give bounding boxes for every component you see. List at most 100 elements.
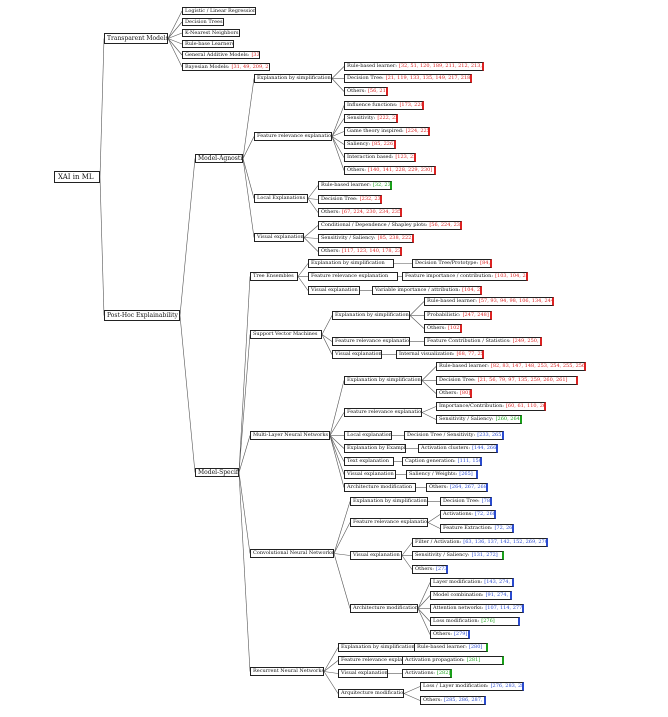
- node-bayesian-models-tm6: Bayesian Models:[31, 49, 209, 210]: [182, 63, 270, 71]
- node-feature-relevance-explanation-ma_fr: Feature relevance explanation: [254, 132, 332, 141]
- node-filter-activation-cnn3a: Filter / Activation:[63, 136, 137, 142, …: [412, 538, 548, 547]
- node-model-agnostic-ma: Model-Agnostic: [195, 154, 243, 163]
- node-visual-explanation-cnn3: Visual explanation: [350, 551, 402, 560]
- node-label: Feature relevance explanation: [335, 338, 410, 344]
- node-visual-explanation-te3: Visual explanation: [308, 286, 360, 295]
- citation-refs: [60, 61, 110, 262, 263]: [505, 403, 546, 409]
- citation-refs: [56, 219]: [367, 88, 386, 94]
- node-label: Visual explanation: [335, 351, 382, 357]
- node-label: Explanation by simplification: [353, 498, 427, 504]
- node-explanation-by-simplification-rnn1: Explanation by simplification: [338, 643, 416, 652]
- edge-mlp-mlp2: [329, 412, 345, 436]
- node-feature-contribution-statistics-svm2a: Feature Contribution / Statistics:[249, …: [424, 337, 542, 346]
- node-label: Probabilistic:: [427, 312, 461, 318]
- citation-refs: [102]: [447, 325, 462, 331]
- node-rule-based-learner-rnn1a: Rule-based learner:[280]: [414, 643, 488, 652]
- node-rule-based-learner-ma_es1: Rule-based learner:[32, 51, 120, 189, 21…: [344, 62, 484, 71]
- node-sensitivity-saliency-cnn3b: Sensitivity / Saliency:[131, 272]: [412, 551, 504, 560]
- node-variable-importance-attribution-te3a: Variable importance / attribution:[104, …: [372, 286, 482, 295]
- edge-ma-ma_le: [242, 158, 255, 199]
- edge-cnn2-cnn2b: [427, 522, 441, 529]
- citation-refs: [107, 114, 277, 278]: [485, 605, 524, 611]
- citation-refs: [273]: [435, 566, 448, 572]
- node-label: Saliency / Weights:: [409, 471, 458, 477]
- node-label: Explanation by simplification: [311, 260, 385, 266]
- citation-refs: [173, 220, 221]: [399, 102, 424, 108]
- edge-ma_fr-ma_fr5: [331, 136, 345, 158]
- edge-tm-tm5: [167, 38, 183, 56]
- node-label: General Additive Models:: [185, 51, 250, 58]
- edge-cnn3-cnn3a: [401, 542, 413, 556]
- node-label: Filter / Activation:: [415, 539, 462, 545]
- node-label: Visual explanation: [347, 471, 394, 477]
- edge-mlp-mlp7: [329, 435, 345, 488]
- citation-refs: [276]: [481, 618, 495, 624]
- node-label: Others:: [427, 325, 446, 331]
- edge-svm-svm1: [321, 315, 333, 335]
- edge-ma_es-ma_es1: [331, 66, 345, 79]
- edge-ma_le-ma_le3: [307, 198, 319, 213]
- node-label: Others:: [321, 209, 340, 215]
- citation-refs: [78]: [481, 498, 492, 504]
- node-post-hoc-explainability-ph: Post-Hoc Explainability: [104, 310, 180, 321]
- node-others-cnn4e: Others:[279]: [430, 630, 470, 639]
- edge-mlp-mlp4: [329, 435, 345, 449]
- node-label: Others:: [347, 167, 366, 173]
- node-label: Decision Trees: [185, 18, 223, 25]
- node-others-cnn3c: Others:[273]: [412, 565, 448, 574]
- node-label: Feature Contribution / Statistics:: [427, 338, 511, 344]
- node-label: Arquitecture modification: [341, 690, 404, 696]
- node-label: Tree Ensembles: [253, 273, 294, 279]
- edge-te-te1: [297, 263, 309, 277]
- node-label: Sensitivity / Saliency:: [415, 552, 470, 558]
- citation-refs: [32, 231]: [372, 182, 391, 188]
- citation-refs: [233, 265]: [477, 432, 504, 438]
- node-label: Explanation by simplification: [341, 644, 415, 650]
- citation-refs: [104, 239]: [462, 287, 481, 293]
- citation-refs: [281]: [466, 657, 481, 663]
- node-decision-trees-tm2: Decision Trees: [182, 18, 224, 26]
- node-label: Visual explanation: [257, 234, 304, 240]
- citation-refs: [265]: [459, 471, 473, 477]
- node-multi-layer-neural-networks-mlp: Multi-Layer Neural Networks: [250, 431, 330, 440]
- node-label: Visual explanation: [353, 552, 400, 558]
- node-xai-in-ml-root: XAI in ML: [54, 171, 100, 183]
- node-influence-functions-ma_fr1: Influence functions:[173, 220, 221]: [344, 101, 424, 110]
- citation-refs: [21, 56, 79, 97, 135, 259, 260, 261]: [477, 377, 568, 383]
- edge-cnn3-cnn3c: [401, 555, 413, 570]
- node-others-ma_fr6: Others:[140, 141, 228, 229, 230]: [344, 166, 436, 175]
- edge-te-te3: [297, 276, 309, 291]
- node-importance-contribution-mlp2a: Importance/Contribution:[60, 61, 110, 26…: [436, 402, 546, 411]
- node-model-specific-ms: Model-Specific: [195, 468, 239, 477]
- citation-refs: [224, 225]: [405, 128, 430, 134]
- node-label: Feature relevance explanation: [257, 133, 332, 139]
- node-label: Others:: [321, 248, 340, 254]
- node-label: Explanation by simplification: [335, 312, 409, 318]
- node-label: Local Explanations: [257, 195, 306, 201]
- node-architecture-modification-mlp7: Architecture modification: [344, 483, 416, 492]
- node-label: Decision Tree:: [321, 196, 358, 202]
- node-k-nearest-neighbors-tm3: K-Nearest Neighbors: [182, 29, 240, 37]
- node-feature-relevance-explanation-cnn2: Feature relevance explanation: [350, 518, 428, 527]
- node-label: Feature relevance explanation: [353, 519, 428, 525]
- node-decision-tree-prototype-te1a: Decision Tree/Prototype:[84, 118, 122]: [412, 259, 492, 268]
- edge-cnn-cnn3: [333, 553, 351, 556]
- edge-mlp2-mlp2b: [421, 412, 437, 420]
- node-label: Feature importance / contribution:: [405, 273, 494, 279]
- node-others-ma_le3: Others:[67, 224, 230, 234, 235]: [318, 208, 402, 217]
- node-label: Internal visualization:: [399, 351, 455, 357]
- citation-refs: [33]: [251, 51, 260, 58]
- edge-svm1-svm1a: [409, 301, 425, 316]
- node-support-vector-machines-svm: Support Vector Machines: [250, 330, 322, 339]
- citation-refs: [32, 51, 120, 189, 211, 212, 213, 214, 2…: [398, 63, 482, 69]
- node-local-explanations-ma_le: Local Explanations: [254, 194, 308, 203]
- node-others-rnn4b: Others:[285, 286, 287, 288]: [420, 696, 486, 705]
- edge-rnn-rnn1: [323, 647, 339, 672]
- node-general-additive-models-tm5: General Additive Models:[33]: [182, 51, 260, 59]
- node-probabilistic-svm1b: Probabilistic:[247, 248]: [424, 311, 492, 320]
- node-label: Model-Agnostic: [198, 154, 243, 162]
- edge-svm1-svm1c: [409, 315, 425, 329]
- node-decision-tree-ma_le2: Decision Tree:[232, 233]: [318, 195, 382, 204]
- edge-tm-tm2: [167, 21, 183, 39]
- node-label: K-Nearest Neighbors: [185, 29, 239, 36]
